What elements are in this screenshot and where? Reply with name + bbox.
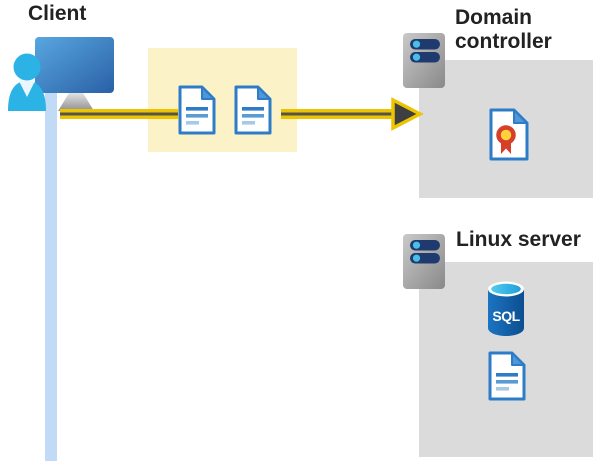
client-connection-line — [45, 88, 57, 461]
domain-controller-server-icon — [403, 33, 445, 88]
client-icon — [8, 37, 114, 111]
spn-document-icon — [234, 85, 272, 135]
flow-arrow-shaft-right — [281, 109, 393, 119]
flow-arrow-head — [391, 97, 424, 131]
linux-server-label: Linux server — [456, 228, 581, 251]
certificate-icon — [489, 108, 529, 161]
domain-controller-label: Domain controller — [455, 6, 552, 53]
client-label: Client — [28, 2, 87, 25]
monitor-stand — [58, 93, 94, 111]
sql-text: SQL — [492, 308, 520, 324]
keytab-document-icon — [488, 351, 526, 401]
monitor-icon — [35, 37, 114, 93]
tgt-document-icon — [178, 85, 216, 135]
user-icon — [8, 53, 46, 111]
flow-arrow-shaft-left — [60, 109, 178, 119]
linux-server-icon — [403, 234, 445, 289]
sql-database-icon: SQL — [488, 281, 524, 336]
ticket-highlight-box — [148, 48, 297, 152]
